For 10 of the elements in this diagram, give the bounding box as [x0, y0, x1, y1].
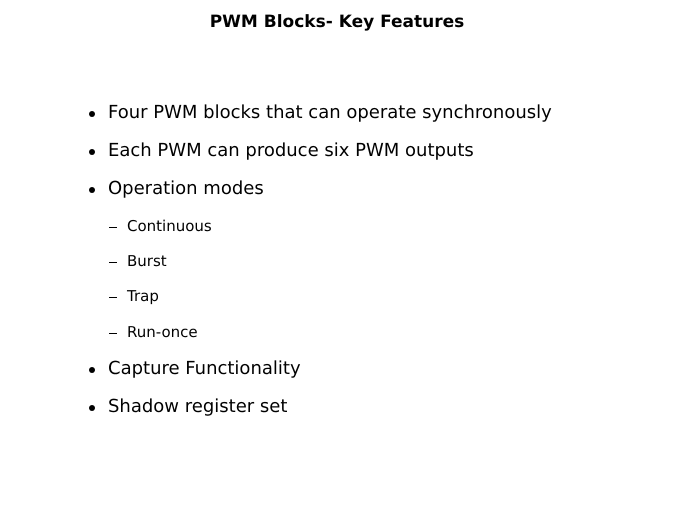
sub-bullet-text: Continuous — [127, 217, 212, 235]
bullet-text: Operation modes — [108, 178, 264, 199]
sub-bullet-text: Run-once — [127, 323, 198, 341]
sub-bullet-text: Trap — [127, 287, 159, 305]
slide-title: PWM Blocks- Key Features — [208, 12, 466, 32]
bullet-text: Capture Functionality — [108, 358, 301, 379]
sub-bullet-text: Burst — [127, 252, 167, 270]
bullet-text: Each PWM can produce six PWM outputs — [108, 140, 474, 161]
bullet-text: Shadow register set — [108, 396, 288, 417]
bullet-text: Four PWM blocks that can operate synchronously — [108, 102, 552, 123]
